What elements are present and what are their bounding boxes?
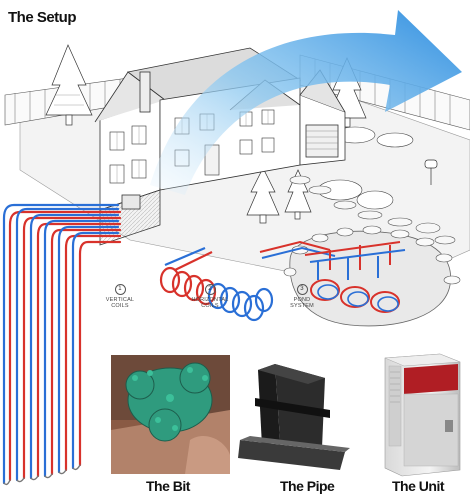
callout-label: VERTICAL [105,297,135,303]
title-the-unit: The Unit [392,478,445,494]
mailbox-icon [424,159,438,185]
callout-number-1: 1 [114,284,126,295]
callout-number-2: 2 [204,284,216,295]
vertical-coils [2,203,122,486]
callout-label: HORIZONTAL [191,297,229,303]
drill-bit-photo [111,355,230,474]
callout-pond-system: 3 POND SYSTEM [272,284,332,309]
title-the-setup: The Setup [8,9,77,26]
shrubs [317,126,414,210]
tree-left [45,44,93,126]
callout-horizontal-coils: 2 HORIZONTAL COILS [180,284,240,309]
heat-pump-unit-photo [384,353,461,477]
tree-front-2 [284,169,312,220]
callout-label: POND [293,297,311,303]
callout-vertical-coils: 1 VERTICAL COILS [90,284,150,309]
title-the-bit: The Bit [146,478,190,494]
curved-arrow-icon [150,10,462,195]
callout-label: SYSTEM [290,303,314,309]
callout-label: COILS [201,303,219,309]
tree-front-1 [246,167,280,224]
pipe-photo [238,364,350,470]
title-the-pipe: The Pipe [280,478,335,494]
callout-number-3: 3 [296,284,308,295]
callout-label: COILS [111,303,129,309]
pond [259,225,461,327]
walkway [289,175,456,245]
